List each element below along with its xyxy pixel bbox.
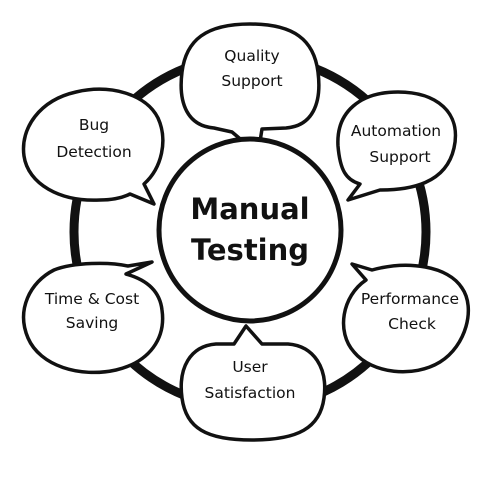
bubble-time-cost-saving-line2: Saving [66, 314, 118, 332]
bubble-bug-detection-line2: Detection [56, 143, 131, 161]
bubble-quality-assurance: Quality Support [179, 22, 321, 156]
bubble-time-cost-saving: Time & Cost Saving [22, 260, 165, 375]
bubble-performance-check-line1: Performance [361, 290, 459, 308]
bubble-user-satisfaction-line2: Satisfaction [205, 384, 296, 402]
center-node: Manual Testing [156, 136, 344, 324]
bubble-automation-support: Automation Support [336, 90, 458, 202]
bubble-bug-detection-line1: Bug [79, 116, 109, 134]
bubble-automation-support-line2: Support [369, 148, 430, 166]
bubble-quality-assurance-line2: Support [221, 72, 282, 90]
bubble-user-satisfaction: User Satisfaction [179, 324, 327, 442]
center-title-line2: Testing [191, 233, 309, 267]
bubble-user-satisfaction-line1: User [232, 358, 268, 376]
bubble-bug-detection: Bug Detection [21, 87, 165, 206]
bubble-automation-support-line1: Automation [351, 122, 441, 140]
bubble-quality-assurance-line1: Quality [224, 47, 279, 65]
bubble-time-cost-saving-line1: Time & Cost [44, 290, 139, 308]
center-title-line1: Manual [190, 192, 309, 226]
bubble-performance-check-line2: Check [388, 315, 436, 333]
bubble-performance-check: Performance Check [341, 262, 471, 374]
